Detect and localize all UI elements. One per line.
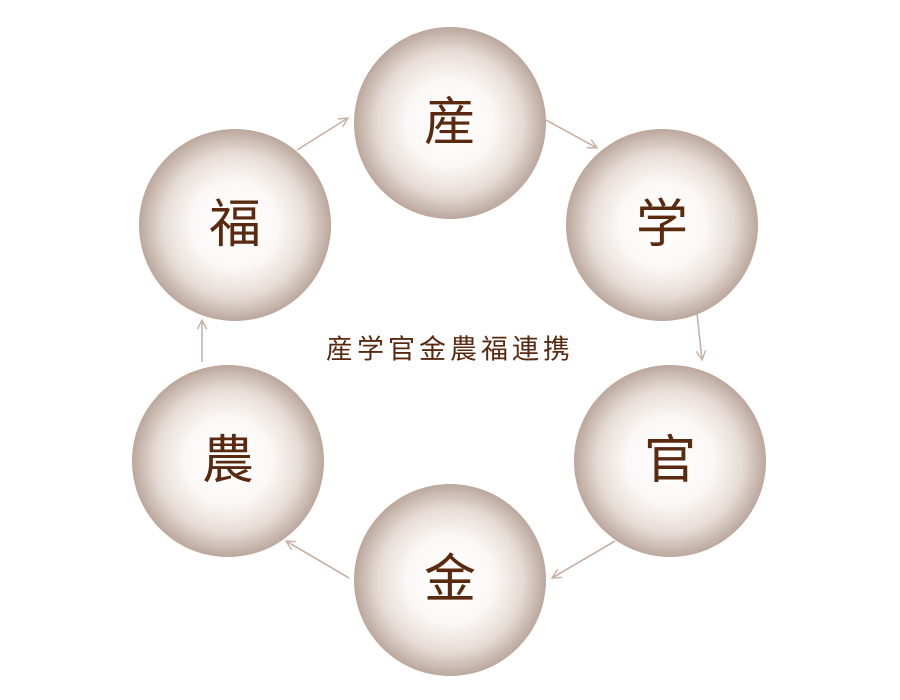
node-gaku-circle (566, 129, 758, 321)
arrow-kin-to-nou (286, 541, 350, 579)
arrow-kan-to-kin (552, 540, 616, 578)
arrow-san-to-gaku (545, 119, 597, 148)
node-kan-circle (574, 365, 766, 557)
node-nou-circle (132, 365, 324, 557)
node-san-circle (354, 27, 546, 219)
arrow-group (202, 118, 702, 578)
node-gaku-label: 学 (636, 195, 688, 255)
node-kin-label: 金 (424, 550, 476, 610)
node-kin: 金 (354, 484, 546, 676)
node-fuku: 福 (139, 129, 331, 321)
node-kan-label: 官 (644, 431, 696, 491)
arrow-gaku-to-kan (697, 312, 702, 360)
node-san-label: 産 (424, 93, 476, 153)
node-kin-circle (354, 484, 546, 676)
node-kan: 官 (574, 365, 766, 557)
node-gaku: 学 (566, 129, 758, 321)
node-fuku-circle (139, 129, 331, 321)
arrow-fuku-to-san (296, 118, 348, 151)
node-fuku-label: 福 (209, 195, 261, 255)
node-san: 産 (354, 27, 546, 219)
diagram-title: 産学官金農福連携 (326, 335, 574, 366)
node-nou-label: 農 (202, 431, 254, 491)
node-nou: 農 (132, 365, 324, 557)
